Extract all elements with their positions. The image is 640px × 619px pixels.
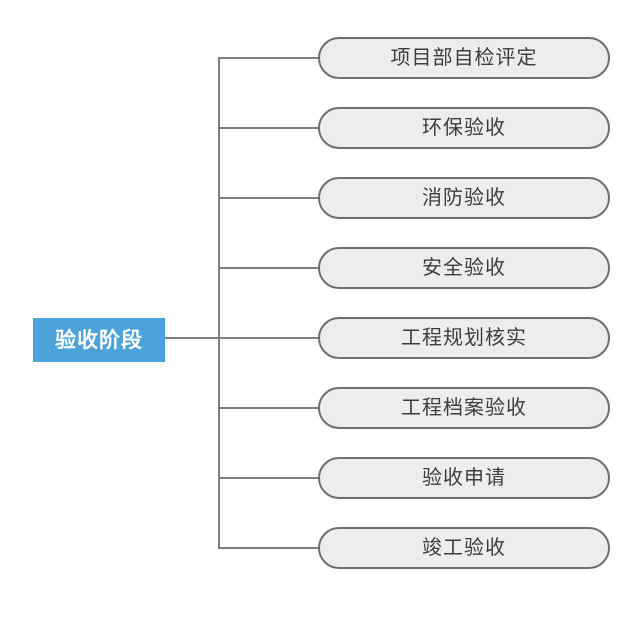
node-environmental-acceptance[interactable]: 环保验收 (318, 107, 610, 149)
node-label: 安全验收 (422, 257, 506, 279)
node-label: 验收申请 (422, 467, 506, 489)
root-node-label: 验收阶段 (55, 328, 143, 352)
node-label: 工程档案验收 (401, 397, 527, 419)
node-label: 竣工验收 (422, 537, 506, 559)
node-completion-acceptance[interactable]: 竣工验收 (318, 527, 610, 569)
node-label: 消防验收 (422, 187, 506, 209)
node-self-inspection[interactable]: 项目部自检评定 (318, 37, 610, 79)
node-label: 工程规划核实 (401, 327, 527, 349)
root-node-acceptance-stage[interactable]: 验收阶段 (33, 318, 165, 362)
node-safety-acceptance[interactable]: 安全验收 (318, 247, 610, 289)
node-acceptance-application[interactable]: 验收申请 (318, 457, 610, 499)
node-label: 环保验收 (422, 117, 506, 139)
node-archives-acceptance[interactable]: 工程档案验收 (318, 387, 610, 429)
node-label: 项目部自检评定 (390, 47, 538, 69)
node-planning-verification[interactable]: 工程规划核实 (318, 317, 610, 359)
node-fire-acceptance[interactable]: 消防验收 (318, 177, 610, 219)
